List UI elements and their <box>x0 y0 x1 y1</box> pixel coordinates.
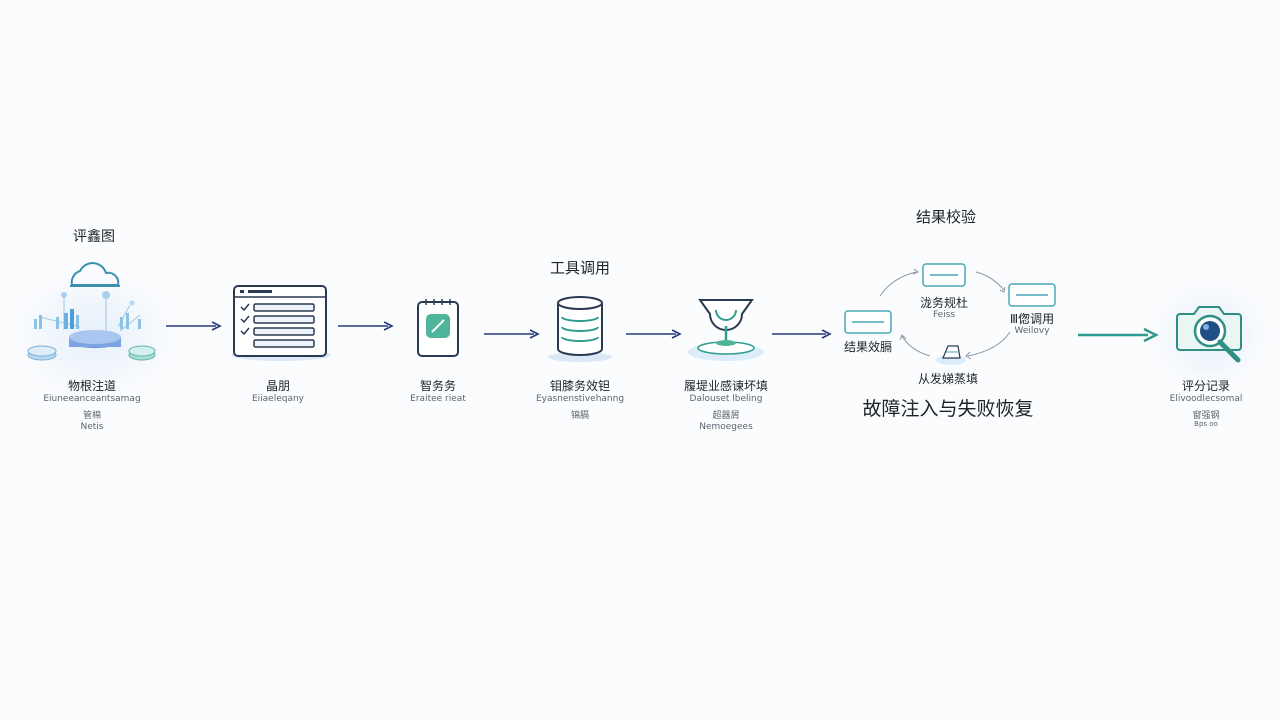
flow-arrow <box>166 321 222 331</box>
stage-4-title: 工具调用 <box>549 259 611 277</box>
stage-3-sub-1: Eraitee rieat <box>410 394 466 404</box>
notebook-icon <box>417 299 459 357</box>
cycle-node-left-label: 结果效膈 <box>843 340 893 354</box>
stage-5-label: 履堤业感谏坏填 <box>683 379 769 393</box>
final-sub-1: Elivoodlecsomal <box>1169 394 1243 404</box>
final-flow-arrow <box>1078 327 1159 343</box>
stage-1-sub-3: Netis <box>80 422 104 432</box>
checklist-window-icon <box>231 285 331 361</box>
cycle-node-top-label: 泷务规杜 <box>919 296 969 310</box>
cycle-node-right-icon <box>1008 283 1056 307</box>
cycle-node-left-icon <box>844 310 892 334</box>
cycle-node-right-label: Ⅲ偬调用 <box>1009 312 1055 326</box>
flow-arrow <box>484 329 540 339</box>
stage-4-sub-1: Eyasnenstivehanng <box>535 394 625 404</box>
cycle-caption: 故障注入与失败恢复 <box>862 398 1034 420</box>
cycle-node-top-sub: Feiss <box>932 310 956 320</box>
cycle-node-bottom-label: 从发娣蒸填 <box>917 372 979 386</box>
funnel-icon <box>688 299 764 361</box>
cycle-node-right-sub: Weilovy <box>1014 326 1050 336</box>
final-sub-2: 窗强钢 <box>1192 411 1220 421</box>
flow-arrow <box>338 321 394 331</box>
stage-5-sub-3: Nemoegees <box>699 422 753 432</box>
stage-2-label: 晶朋 <box>265 379 291 393</box>
stage-5-sub-2: 超器屑 <box>712 411 740 421</box>
cycle-connectors <box>879 268 1011 360</box>
stage-1-sub-2: 管棉 <box>82 411 102 421</box>
stage-4-label: 钼膝务效钽 <box>549 379 611 393</box>
cycle-node-bottom-icon <box>936 345 966 365</box>
final-sub-3: Bps oo <box>1194 420 1218 428</box>
cloud-data-illustration <box>27 262 156 361</box>
camera-magnifier-icon <box>1176 306 1242 363</box>
stage-3-label: 智务务 <box>419 379 457 393</box>
stage-4-sub-2: 锦膈 <box>570 411 590 421</box>
stage-1-title: 评鑫图 <box>73 229 115 245</box>
stage-2-sub-1: Eiiaeleqany <box>251 394 305 404</box>
stage-5-sub-1: Dalouset lbeling <box>689 394 763 404</box>
stage-1-label: 物根注道 <box>67 379 117 393</box>
flow-arrow <box>626 329 682 339</box>
cycle-title: 结果校验 <box>915 208 977 226</box>
flow-arrow <box>772 329 832 339</box>
stage-1-sub-1: Eiuneeanceantsamag <box>43 394 141 404</box>
database-icon <box>548 296 612 362</box>
final-label: 评分记录 <box>1181 379 1231 393</box>
cycle-node-top-icon <box>922 263 966 287</box>
